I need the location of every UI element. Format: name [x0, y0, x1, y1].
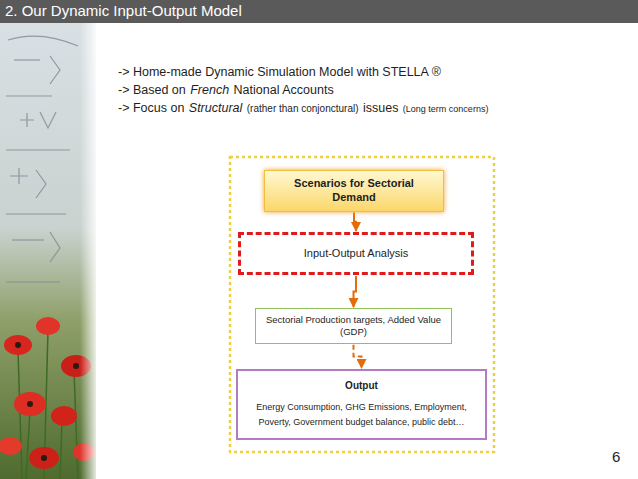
bullet-text: (rather than conjonctural) — [247, 103, 359, 114]
slide-title: 2. Our Dynamic Input-Output Model — [5, 2, 242, 19]
output-box: OutputEnergy Consumption, GHG Emissions,… — [236, 369, 487, 440]
bullet-text: French — [190, 83, 229, 97]
node-body: Energy Consumption, GHG Emissions, Emplo… — [246, 400, 477, 429]
space — [398, 98, 402, 115]
space — [184, 98, 188, 115]
bullet-line: -> Based on French National Accounts — [118, 80, 334, 98]
bullet-line: -> Focus on Structural (rather than conj… — [118, 98, 488, 116]
bullet-text: Structural — [189, 101, 243, 115]
node-label: Output — [345, 380, 378, 393]
node-label: Input-Output Analysis — [304, 247, 409, 261]
space — [186, 80, 190, 97]
flow-arrow — [354, 276, 357, 307]
flow-arrow — [354, 345, 362, 368]
photo-ground — [0, 23, 96, 479]
space — [242, 98, 246, 115]
equation-strokes — [6, 36, 78, 282]
scenario-box: Scenarios for Sectorial Demand — [264, 170, 444, 212]
bullet-text: National Accounts — [234, 83, 334, 97]
space — [229, 80, 233, 97]
bullet-text: -> Home-made Dynamic Simulation Model wi… — [118, 65, 441, 79]
production-box: Sectorial Production targets, Added Valu… — [255, 308, 452, 344]
node-label: Sectorial Production targets, Added Valu… — [262, 314, 445, 338]
space — [359, 98, 363, 115]
dashed-frame — [230, 157, 494, 452]
photo-fade — [80, 23, 96, 479]
bullet-line: -> Home-made Dynamic Simulation Model wi… — [118, 62, 441, 80]
node-label: Scenarios for Sectorial Demand — [273, 177, 435, 205]
flow-arrow — [354, 213, 356, 232]
bullet-text: (Long term concerns) — [403, 104, 489, 114]
bullet-text: issues — [363, 101, 398, 115]
bullet-text: -> Focus on — [118, 101, 184, 115]
page-number: 6 — [612, 448, 620, 465]
analysis-box: Input-Output Analysis — [238, 232, 474, 275]
bullet-text: -> Based on — [118, 83, 186, 97]
